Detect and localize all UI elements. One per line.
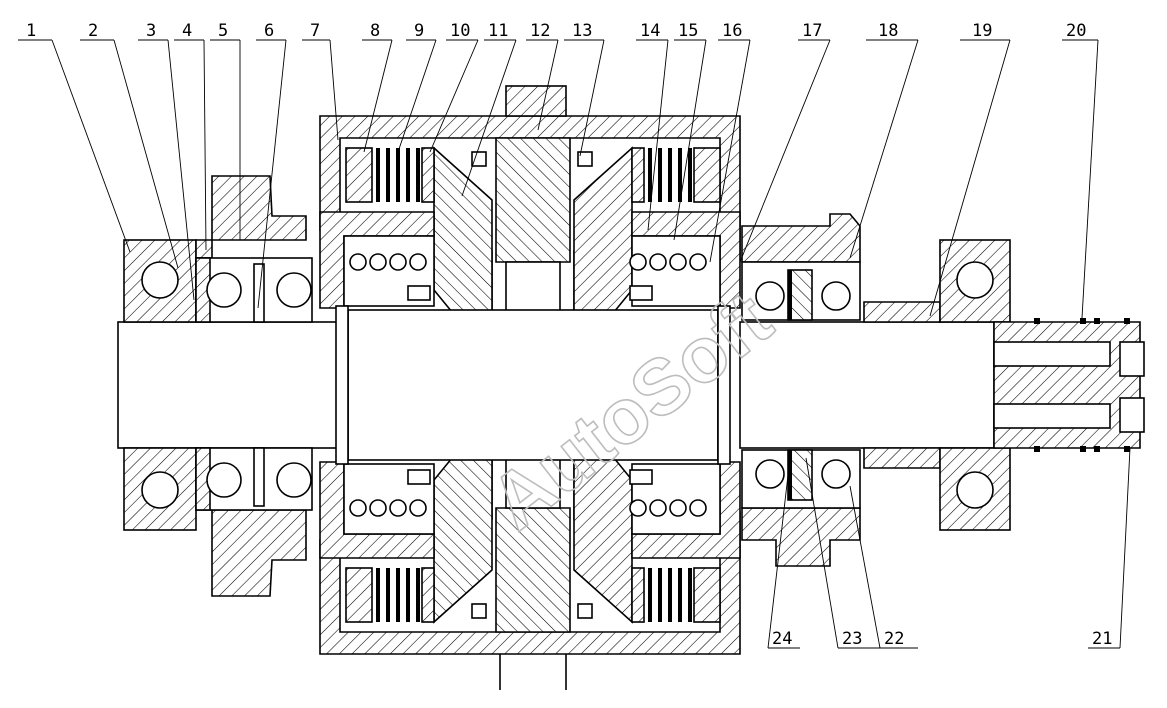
- callout-7: 7: [310, 21, 320, 41]
- left-clutch-plates-bottom: [345, 567, 435, 623]
- right-bearing-carrier: [741, 213, 861, 567]
- callout-2: 2: [88, 21, 98, 41]
- callout-22: 22: [884, 629, 904, 649]
- callout-19: 19: [972, 21, 992, 41]
- left-bracket-housing: [195, 175, 313, 597]
- callout-24: 24: [772, 629, 792, 649]
- callout-21: 21: [1092, 629, 1112, 649]
- left-clutch-plates-top: [345, 147, 435, 203]
- callout-3: 3: [146, 21, 156, 41]
- callout-labels: 1 2 3 4 5 6 7 8 9 10 11 12 13 14 15 16 1…: [26, 21, 1112, 649]
- right-output-shaft: [739, 301, 995, 469]
- callout-4: 4: [182, 21, 192, 41]
- right-clutch-plates-top: [631, 147, 721, 203]
- right-clutch-plates-bottom: [631, 567, 721, 623]
- right-outer-bearing: [939, 239, 1011, 531]
- callout-16: 16: [722, 21, 742, 41]
- callout-9: 9: [414, 21, 424, 41]
- callout-1: 1: [26, 21, 36, 41]
- callout-10: 10: [450, 21, 470, 41]
- callout-15: 15: [678, 21, 698, 41]
- rotary-union: [993, 318, 1145, 452]
- callout-14: 14: [640, 21, 660, 41]
- callout-5: 5: [218, 21, 228, 41]
- callout-6: 6: [264, 21, 274, 41]
- callout-11: 11: [488, 21, 508, 41]
- callout-23: 23: [842, 629, 862, 649]
- left-input-shaft: [117, 321, 349, 449]
- center-shaft: [335, 305, 731, 465]
- right-return-springs: [629, 253, 707, 517]
- right-inner-hub: [631, 211, 741, 559]
- callout-12: 12: [530, 21, 550, 41]
- left-return-springs: [349, 253, 431, 517]
- left-inner-hub: [319, 211, 435, 559]
- left-outer-bearing: [123, 239, 197, 531]
- right-piston: [573, 146, 633, 624]
- callout-8: 8: [370, 21, 380, 41]
- callout-17: 17: [802, 21, 822, 41]
- callout-18: 18: [878, 21, 898, 41]
- callout-leaders: [18, 39, 1131, 649]
- callout-20: 20: [1066, 21, 1086, 41]
- callout-13: 13: [572, 21, 592, 41]
